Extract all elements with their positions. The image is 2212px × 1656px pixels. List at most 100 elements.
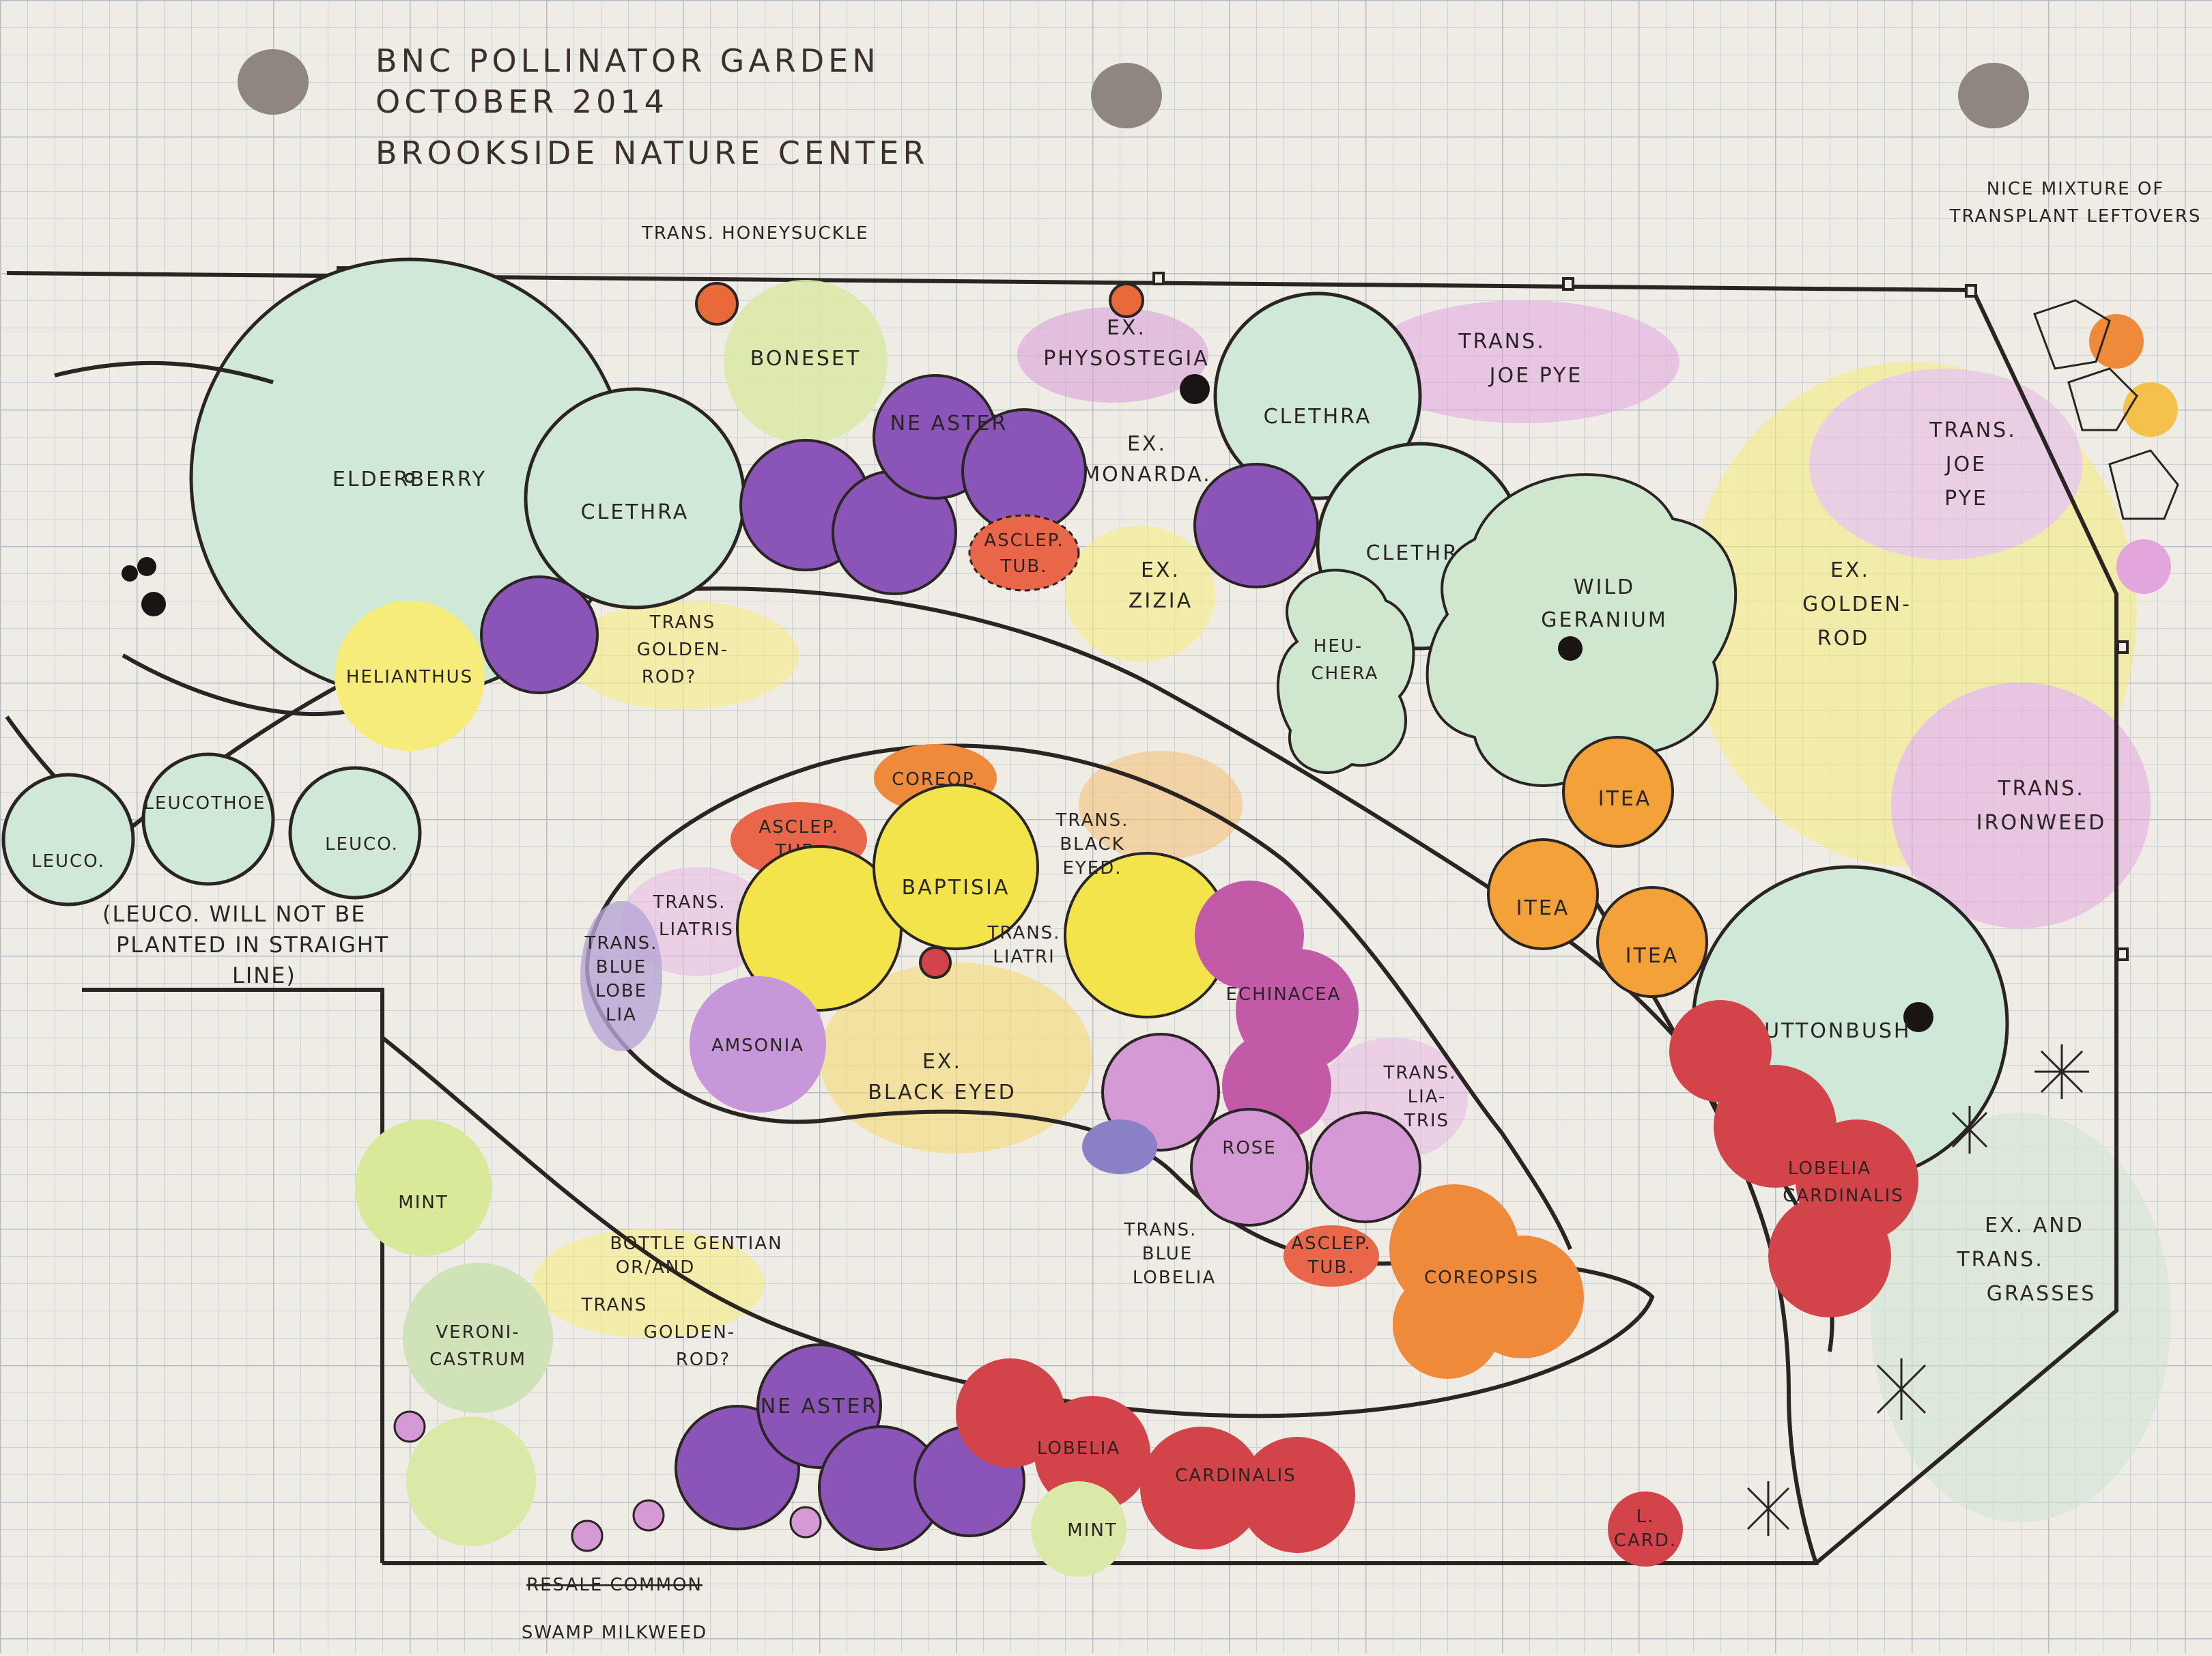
blue-lobelia-left: TRANS. BLUE LOBE LIA [580,901,662,1051]
binder-hole-left [238,49,309,115]
color-zones [533,300,2171,1522]
goldenrod-rod-upper: ROD? [642,667,696,687]
goldenrod-en-lower: GOLDEN- [644,1322,735,1343]
amsonia-label: AMSONIA [711,1036,804,1056]
tub-label-upper: TUB. [999,556,1047,577]
itea-group [1487,736,1708,998]
black-label: BLACK [1060,834,1124,855]
amsonia: AMSONIA [690,976,826,1113]
swamp-milkweed-label: SWAMP MILKWEED [522,1623,707,1643]
veronicastrum-label-b: CASTRUM [429,1350,526,1370]
black-eyed-label: BLACK EYED [868,1081,1016,1104]
asclep-inner-label: ASCLEP. [758,817,838,838]
blue-lobelia-trans-left: TRANS. [584,933,658,954]
cardinalis-right-label: CARDINALIS [1783,1186,1904,1206]
goldenrod-ex-right: EX. [1830,558,1870,582]
monarda-ex: EX. [1127,432,1167,456]
honeysuckle-marker-2 [1109,283,1144,318]
zizia-ex: EX. [1141,558,1180,582]
veronicastrum-label-a: VERONI- [436,1322,520,1343]
baptisia-label: BAPTISIA [902,876,1010,900]
veronicastrum [403,1263,553,1413]
lobelia-cardinalis-lower [956,1358,1355,1553]
physostegia-ex: EX. [1107,316,1146,340]
mixture-note-1: NICE MIXTURE OF [1987,179,2165,199]
mint-label-lower: MINT [1067,1520,1117,1541]
l-card-marker [1608,1491,1683,1567]
echinacea-label: ECHINACEA [1226,984,1342,1005]
itea-label-2: ITEA [1516,896,1570,920]
swamp-milkweed-markers [393,1410,822,1552]
tris-right: TRIS [1404,1111,1449,1131]
lobelia-right-label: LOBELIA [1788,1158,1871,1179]
black-eyed-ex: EX. [922,1050,962,1074]
ne-aster-label-upper: NE ASTER [890,412,1008,436]
bottle-gentian-label: BOTTLE GENTIAN [610,1233,782,1254]
ironweed-trans: TRANS. [1997,777,2085,801]
title-line3: BROOKSIDE NATURE CENTER [375,134,928,171]
black-eyed-trans: TRANS. [1055,810,1129,831]
lobelia-cardinalis-right [1669,1000,1918,1317]
liatri-trans: TRANS. [987,923,1061,943]
honeysuckle-marker-1 [695,282,739,326]
card-label: CARD. [1614,1530,1677,1551]
liatris-trans-right: TRANS. [1383,1063,1457,1083]
coreopsis-group [1389,1184,1584,1379]
helianthus-label: HELIANTHUS [346,667,473,687]
ironweed-label: IRONWEED [1976,811,2106,835]
binder-hole-right [1958,63,2029,128]
struck-label: RESALE COMMON [526,1575,703,1595]
grasses-ex-and: EX. AND [1985,1214,2084,1238]
liatri-label: LIATRI [993,947,1055,967]
leucothoe-group [1,752,422,906]
pye-label-right: PYE [1944,487,1988,511]
geranium-label: GERANIUM [1541,608,1667,632]
buttonbush-label: BUTTONBUSH [1748,1019,1912,1043]
eyed-label: EYED. [1062,858,1122,879]
rose-label: ROSE [1222,1138,1276,1158]
joe-pye-trans-top: TRANS. [1458,330,1546,354]
zizia-label: ZIZIA [1129,589,1193,613]
leuco-label-1: LEUCO. [31,851,105,872]
physostegia-label: PHYSOSTEGIA [1043,347,1210,371]
boneset-plant: BONESET [724,280,888,444]
elderberry-label: ELDERBERRY [332,468,487,491]
clethra-label-1: CLETHRA [581,500,690,524]
goldenrod-b-right: ROD [1817,627,1870,651]
cardinalis-lower-label: CARDINALIS [1175,1466,1296,1486]
joe-label-right: JOE [1944,453,1987,476]
clethra-label-2: CLETHRA [1264,405,1372,429]
or-and-label: OR/AND [616,1257,696,1278]
lobe-label: LOBE [595,981,647,1001]
boneset-label: BONESET [750,347,861,371]
blue-label-lower: BLUE [1142,1244,1193,1264]
heuchera: HEU- CHERA [1276,569,1415,774]
inner-red-marker [919,946,952,979]
liatris-trans-left: TRANS. [653,892,726,913]
blue-lobelia-marker [1082,1119,1157,1174]
goldenrod-en-upper: GOLDEN- [637,640,728,660]
lia-label: LIA [606,1005,637,1025]
tub-lower-label: TUB. [1307,1257,1355,1278]
asclep-upper: ASCLEP. TUB. [968,514,1080,592]
leuco-label-2: LEUCO. [325,834,399,855]
mint-upper [355,1119,492,1256]
itea-label-1: ITEA [1598,787,1652,811]
grasses-label: GRASSES [1987,1282,2096,1306]
blue-label-left: BLUE [596,957,647,977]
blue-lobelia-trans: TRANS. [1124,1220,1197,1240]
asclep-label-upper: ASCLEP. [984,530,1064,551]
leuco-note-1: (LEUCO. WILL NOT BE [102,901,366,927]
leuco-note-2: PLANTED IN STRAIGHT [116,932,389,958]
honeysuckle-label: TRANS. HONEYSUCKLE [641,223,869,244]
asclep-lower: ASCLEP. TUB. [1284,1225,1379,1287]
goldenrod-rod-lower: ROD? [676,1350,731,1370]
leuco-note-3: LINE) [232,962,296,988]
heu-label: HEU- [1314,636,1363,657]
helianthus: HELIANTHUS [335,601,485,751]
goldenrod-trans-lower: TRANS [581,1295,648,1315]
joe-pye-trans-right: TRANS. [1929,418,2017,442]
clethra-shrub-1: CLETHRA [524,387,746,610]
leucothoe-label: LEUCOTHOE [144,793,266,814]
